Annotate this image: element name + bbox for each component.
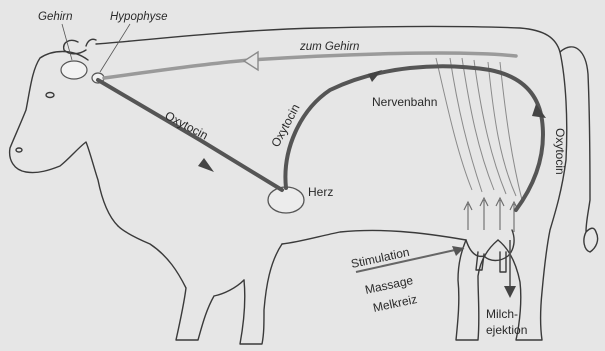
alveoli-arrows xyxy=(464,198,518,232)
arrow-head-to-brain xyxy=(244,52,258,70)
label-oxytocin-head: Oxytocin xyxy=(163,108,211,142)
label-hypophyse: Hypophyse xyxy=(110,11,168,23)
heart-shape xyxy=(268,187,304,213)
arrow-head-back xyxy=(368,70,382,82)
cow-udder xyxy=(466,230,514,261)
label-zum-gehirn: zum Gehirn xyxy=(299,41,359,53)
cow-horn xyxy=(86,39,96,46)
cow-belly-outline xyxy=(282,230,466,244)
cow-eye xyxy=(46,93,54,98)
label-ejektion: ejektion xyxy=(486,323,527,337)
arrow-head-to-heart xyxy=(198,158,214,172)
brain-shape xyxy=(61,61,87,79)
label-oxytocin-rear: Oxytocin xyxy=(553,128,567,175)
label-melkreiz: Melkreiz xyxy=(372,292,419,315)
cow-nostril xyxy=(16,148,22,152)
cow-front-leg-rear xyxy=(240,244,282,344)
label-herz: Herz xyxy=(308,185,333,199)
gehirn-leader xyxy=(62,24,72,60)
cow-front-leg-front xyxy=(118,226,244,340)
label-nervenbahn: Nervenbahn xyxy=(372,95,437,109)
cow-teat-2 xyxy=(500,252,506,272)
label-gehirn: Gehirn xyxy=(38,11,73,23)
milk-ejection-arrow-head xyxy=(504,286,516,298)
label-milch: Milch- xyxy=(486,307,518,321)
nerve-branches xyxy=(436,58,522,200)
hypophyse-leader xyxy=(100,24,130,72)
